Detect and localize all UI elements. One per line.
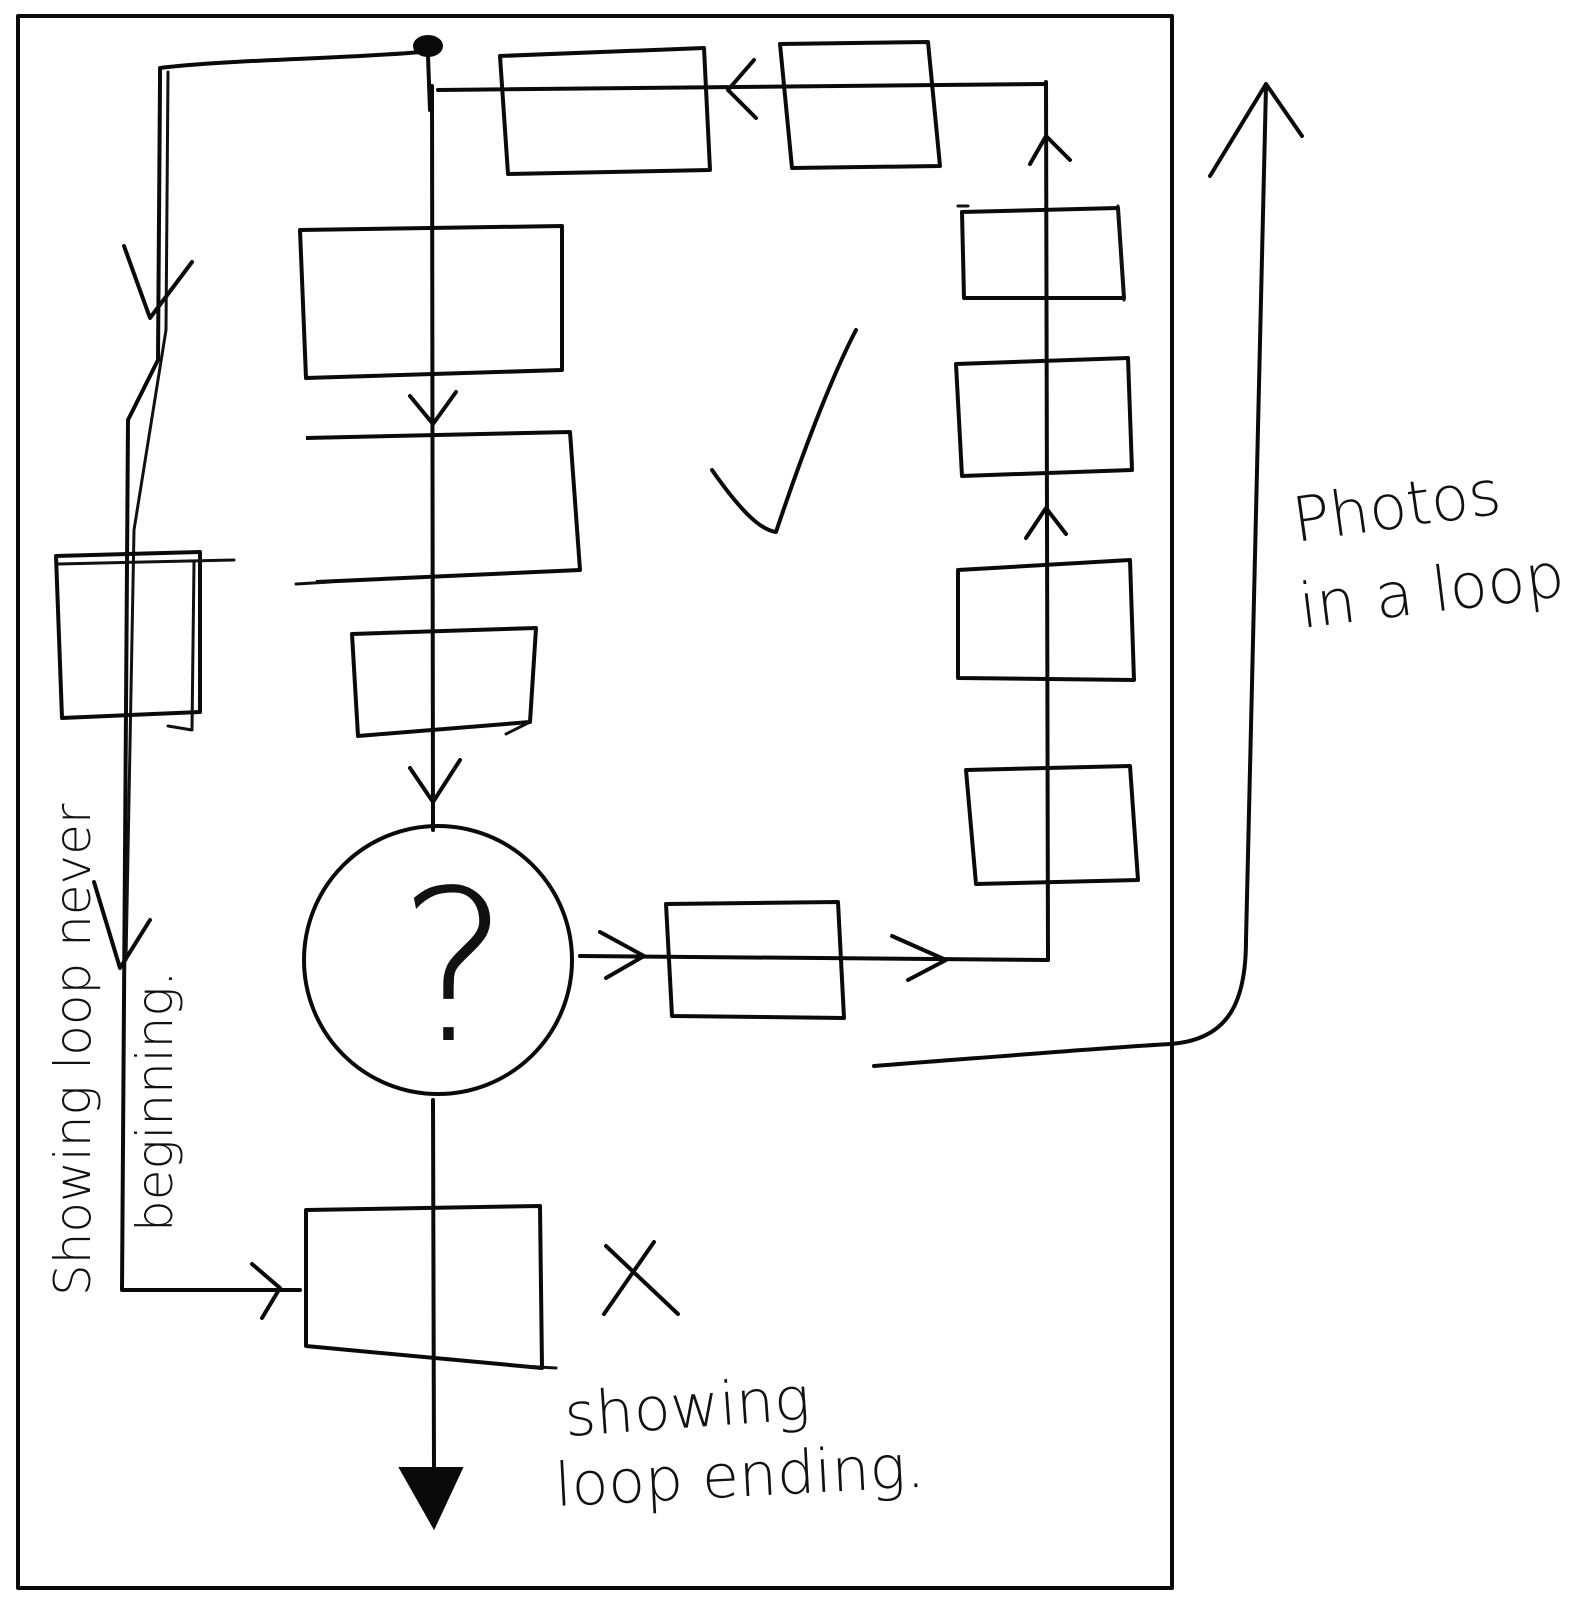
start-node-stem xyxy=(426,54,432,112)
main-flow-line xyxy=(430,84,435,832)
branch-arrow-2 xyxy=(890,934,948,982)
page-frame xyxy=(16,14,1174,1590)
photo-box-loop-4 xyxy=(960,206,1126,300)
photo-box-branch xyxy=(664,900,846,1020)
photo-box-loop-4-ext xyxy=(956,204,1126,302)
photo-box-main-2 xyxy=(305,430,582,584)
check-mark-icon xyxy=(710,328,858,534)
riser-arrow-1 xyxy=(1024,506,1068,540)
photo-box-end xyxy=(304,1204,544,1370)
cross-mark-icon xyxy=(602,1240,680,1316)
photo-box-main-3 xyxy=(350,626,538,738)
photo-box-loop-3 xyxy=(954,356,1134,478)
loop-riser xyxy=(1044,80,1050,962)
photo-box-main-3-tail xyxy=(504,720,532,736)
flow-arrow-2 xyxy=(408,758,462,804)
branch-arrow-1 xyxy=(598,930,646,980)
photo-box-top-right xyxy=(778,40,942,170)
outer-loop-arrow xyxy=(872,84,1268,1068)
label-photos-loop-line2: in a loop xyxy=(1295,538,1568,643)
photo-box-main-1 xyxy=(298,224,564,380)
label-loop-never-line1: Showing loop never xyxy=(44,803,102,1296)
photo-box-bypass-inner xyxy=(56,558,236,732)
photo-box-bypass xyxy=(54,550,202,720)
bypass-arrow-end xyxy=(250,1262,282,1320)
label-loop-ending-line1: showing xyxy=(562,1364,812,1451)
decision-node xyxy=(302,824,574,1096)
bypass-line xyxy=(120,50,422,1292)
photo-box-end-tail xyxy=(518,1364,558,1370)
loop-return-line xyxy=(436,82,1048,92)
photo-box-loop-1 xyxy=(964,764,1140,886)
bypass-arrow-2 xyxy=(92,880,152,970)
photo-box-top-left xyxy=(498,46,712,176)
riser-arrow-2 xyxy=(1028,134,1072,166)
main-flow-line-lower xyxy=(431,1098,436,1472)
branch-line-right xyxy=(578,954,1050,962)
end-terminal xyxy=(398,1467,464,1531)
photo-box-main-2-tail xyxy=(294,580,332,586)
label-loop-never-line2: beginning. xyxy=(126,971,184,1232)
bypass-arrow-1 xyxy=(122,244,194,320)
outer-loop-arrowhead xyxy=(1208,82,1304,178)
label-photos-loop-line1: Photos xyxy=(1288,455,1505,556)
return-arrow xyxy=(726,58,758,120)
photo-box-loop-2 xyxy=(956,558,1136,682)
decision-symbol: ? xyxy=(398,845,509,1090)
bypass-line-double xyxy=(124,70,170,962)
flow-arrow-1 xyxy=(408,390,458,426)
